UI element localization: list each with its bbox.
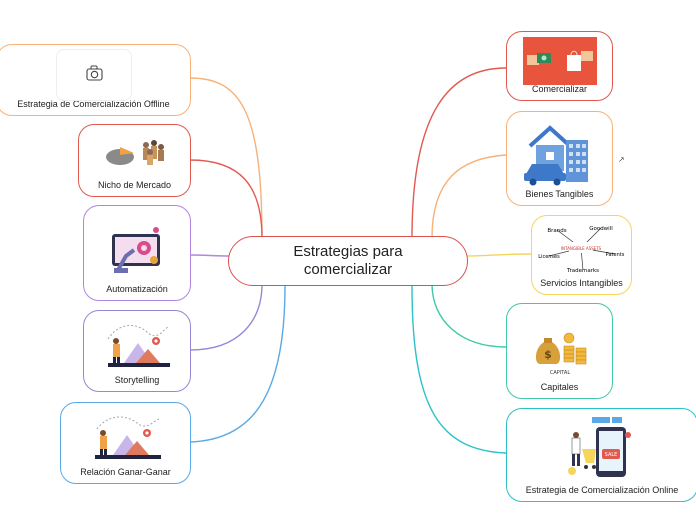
central-topic-title: Estrategias para comercializar [293, 243, 403, 278]
market-niche-image [100, 133, 170, 171]
connector-offline [189, 77, 263, 239]
node-nicho[interactable]: Nicho de Mercado [78, 124, 191, 197]
intangible-assets-image: Brands Goodwill Licenses Patents Tradema… [535, 220, 629, 276]
word-intangible-assets: INTANGIBLE ASSETS [560, 246, 601, 251]
connector-nicho [189, 159, 263, 239]
word-brands: Brands [547, 228, 566, 234]
tangible-goods-image [520, 118, 600, 188]
photo-placeholder [55, 49, 132, 101]
node-automatizacion[interactable]: Automatización [83, 205, 191, 301]
commerce-image [522, 37, 597, 85]
node-online[interactable]: SALE Estrategia de Comercialización Onli… [506, 408, 696, 502]
node-tangibles-label: Bienes Tangibles [525, 189, 594, 199]
node-tangibles[interactable]: Bienes Tangibles [506, 111, 613, 206]
node-storytelling-label: Storytelling [114, 375, 160, 385]
node-intangibles-label: Servicios Intangibles [540, 278, 623, 288]
connector-tangibles [431, 154, 507, 239]
connector-capitales [431, 283, 507, 348]
connector-intangibles [465, 253, 532, 257]
connector-automatizacion [189, 254, 231, 257]
online-commerce-image: SALE [562, 415, 642, 481]
word-goodwill: Goodwill [589, 226, 613, 232]
connector-comercializar [411, 67, 507, 239]
word-licenses: Licenses [538, 254, 560, 260]
node-offline-label: Estrategia de Comercialización Offline [17, 99, 170, 109]
win-win-image [89, 411, 163, 461]
node-capitales[interactable]: $ CAPITAL Capitales [506, 303, 613, 399]
node-nicho-label: Nicho de Mercado [97, 180, 172, 190]
automation-image [104, 220, 170, 276]
node-automatizacion-label: Automatización [106, 284, 168, 294]
external-link-icon[interactable]: ↗ [618, 155, 625, 164]
capital-image: $ CAPITAL [530, 324, 590, 376]
storytelling-image [102, 319, 172, 369]
word-patents: Patents [605, 252, 624, 258]
node-capitales-label: Capitales [540, 382, 579, 392]
node-intangibles[interactable]: Brands Goodwill Licenses Patents Tradema… [531, 215, 632, 295]
central-topic[interactable]: Estrategias para comercializar [228, 236, 468, 286]
connector-storytelling [189, 283, 263, 351]
word-trademarks: Trademarks [565, 268, 598, 274]
capital-caption: CAPITAL [549, 370, 569, 376]
node-offline[interactable]: Estrategia de Comercialización Offline [0, 44, 191, 116]
node-online-label: Estrategia de Comercialización Online [525, 485, 679, 495]
node-ganar-label: Relación Ganar-Ganar [80, 467, 171, 477]
node-ganar[interactable]: Relación Ganar-Ganar [60, 402, 191, 484]
node-comercializar-label: Comercializar [531, 84, 587, 94]
connector-ganar [189, 285, 286, 443]
svg-text:$: $ [544, 348, 552, 361]
node-storytelling[interactable]: Storytelling [83, 310, 191, 392]
camera-icon [85, 65, 103, 81]
node-comercializar[interactable]: Comercializar [506, 31, 613, 101]
connector-online [411, 285, 507, 454]
sale-tag: SALE [605, 452, 618, 458]
